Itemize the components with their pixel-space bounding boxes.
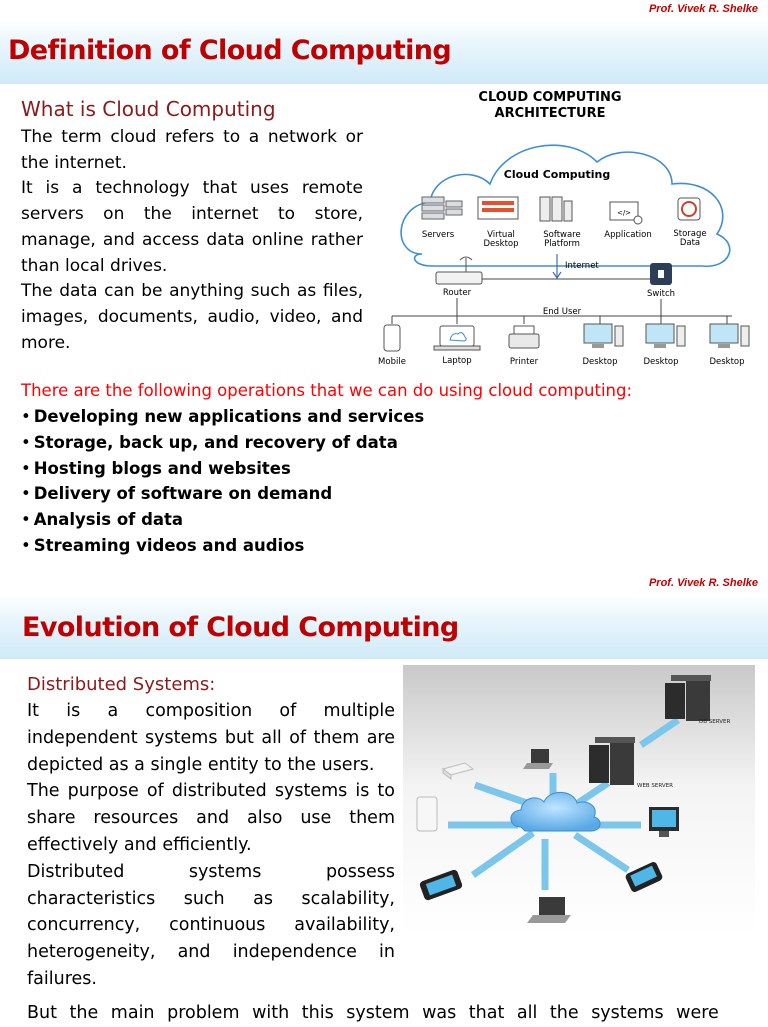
paragraph: It is a technology that uses remote serv… bbox=[21, 178, 363, 276]
software-platform-icon bbox=[539, 196, 573, 222]
application-icon: </> bbox=[609, 201, 643, 225]
desktop-icon bbox=[709, 323, 750, 348]
desktop-icon bbox=[649, 807, 679, 837]
author-credit: Prof. Vivek R. Shelke bbox=[648, 577, 758, 589]
virtual-desktop-icon bbox=[477, 196, 519, 220]
operations-intro: There are the following operations that … bbox=[21, 381, 633, 400]
db-server-label: DB SERVER bbox=[699, 719, 730, 725]
device-label: Laptop bbox=[442, 356, 471, 366]
distributed-systems-diagram: DB SERVER WEB SERVER bbox=[403, 665, 755, 935]
list-item: •Delivery of software on demand bbox=[21, 484, 333, 504]
cloud-architecture-diagram: CLOUD COMPUTING ARCHITECTURE Cloud Compu… bbox=[378, 90, 750, 367]
paragraph: The purpose of distributed systems is to… bbox=[27, 781, 395, 855]
phone-icon bbox=[625, 862, 663, 892]
service-label: Application bbox=[604, 230, 652, 240]
page-title: Evolution of Cloud Computing bbox=[22, 612, 459, 643]
router-icon bbox=[441, 762, 475, 780]
cloud-icon bbox=[510, 791, 601, 832]
list-item: •Developing new applications and service… bbox=[21, 407, 425, 426]
author-credit: Prof. Vivek R. Shelke bbox=[648, 3, 758, 15]
device-label: Printer bbox=[510, 357, 539, 367]
definition-text: The term cloud refers to a network or th… bbox=[21, 125, 363, 356]
list-item: •Streaming videos and audios bbox=[21, 535, 305, 555]
router-label: Router bbox=[443, 288, 472, 298]
svg-text:</>: </> bbox=[617, 209, 631, 217]
list-item: •Hosting blogs and websites bbox=[21, 458, 291, 478]
service-label: Virtual bbox=[487, 230, 515, 240]
desktop-icon bbox=[645, 323, 686, 348]
device-label: Desktop bbox=[582, 357, 617, 367]
end-user-label: End User bbox=[543, 307, 582, 317]
section-subheading: What is Cloud Computing bbox=[21, 97, 276, 121]
service-label: Storage bbox=[673, 229, 706, 239]
page-title: Definition of Cloud Computing bbox=[8, 35, 452, 66]
section-subheading: Distributed Systems: bbox=[27, 674, 216, 695]
arrows bbox=[448, 717, 680, 890]
service-label: Desktop bbox=[483, 239, 518, 249]
storage-data-icon bbox=[677, 197, 701, 221]
desktop-icon bbox=[583, 323, 624, 348]
servers-icon bbox=[421, 196, 463, 220]
mobile-icon bbox=[383, 324, 401, 352]
db-server-icon bbox=[665, 675, 711, 721]
switch-icon bbox=[650, 263, 672, 285]
service-label: Software bbox=[543, 230, 580, 240]
paragraph: The data can be anything such as files, … bbox=[21, 281, 363, 353]
cloud-label: Cloud Computing bbox=[504, 168, 610, 181]
title-bar bbox=[0, 595, 768, 659]
laptop-icon bbox=[523, 749, 553, 769]
diagram-title-line2: ARCHITECTURE bbox=[495, 106, 606, 121]
storage-device-icon bbox=[416, 796, 438, 832]
list-item: •Analysis of data bbox=[21, 510, 184, 530]
phone-icon bbox=[419, 869, 463, 901]
paragraph: It is a composition of multiple independ… bbox=[27, 701, 395, 775]
internet-label: Internet bbox=[565, 261, 599, 271]
web-server-icon bbox=[589, 737, 635, 785]
switch-label: Switch bbox=[647, 289, 675, 299]
bottom-text: But the main problem with this system wa… bbox=[27, 1003, 719, 1023]
operations-list: •Developing new applications and service… bbox=[21, 404, 424, 559]
device-label: Desktop bbox=[709, 357, 744, 367]
laptop-icon bbox=[433, 325, 481, 351]
diagram-title-line1: CLOUD COMPUTING bbox=[478, 90, 621, 105]
service-label: Data bbox=[680, 238, 700, 248]
printer-icon bbox=[508, 325, 540, 349]
distributed-systems-text: It is a composition of multiple independ… bbox=[27, 698, 395, 993]
laptop-icon bbox=[527, 897, 571, 923]
service-label: Platform bbox=[544, 239, 580, 249]
device-label: Desktop bbox=[643, 357, 678, 367]
title-bar bbox=[0, 20, 768, 84]
device-label: Mobile bbox=[378, 357, 406, 367]
paragraph: Distributed systems possess characterist… bbox=[27, 861, 395, 989]
router-icon bbox=[435, 256, 483, 285]
paragraph: The term cloud refers to a network or th… bbox=[21, 127, 363, 173]
service-label: Servers bbox=[422, 230, 455, 240]
list-item: •Storage, back up, and recovery of data bbox=[21, 432, 398, 452]
web-server-label: WEB SERVER bbox=[637, 783, 673, 789]
